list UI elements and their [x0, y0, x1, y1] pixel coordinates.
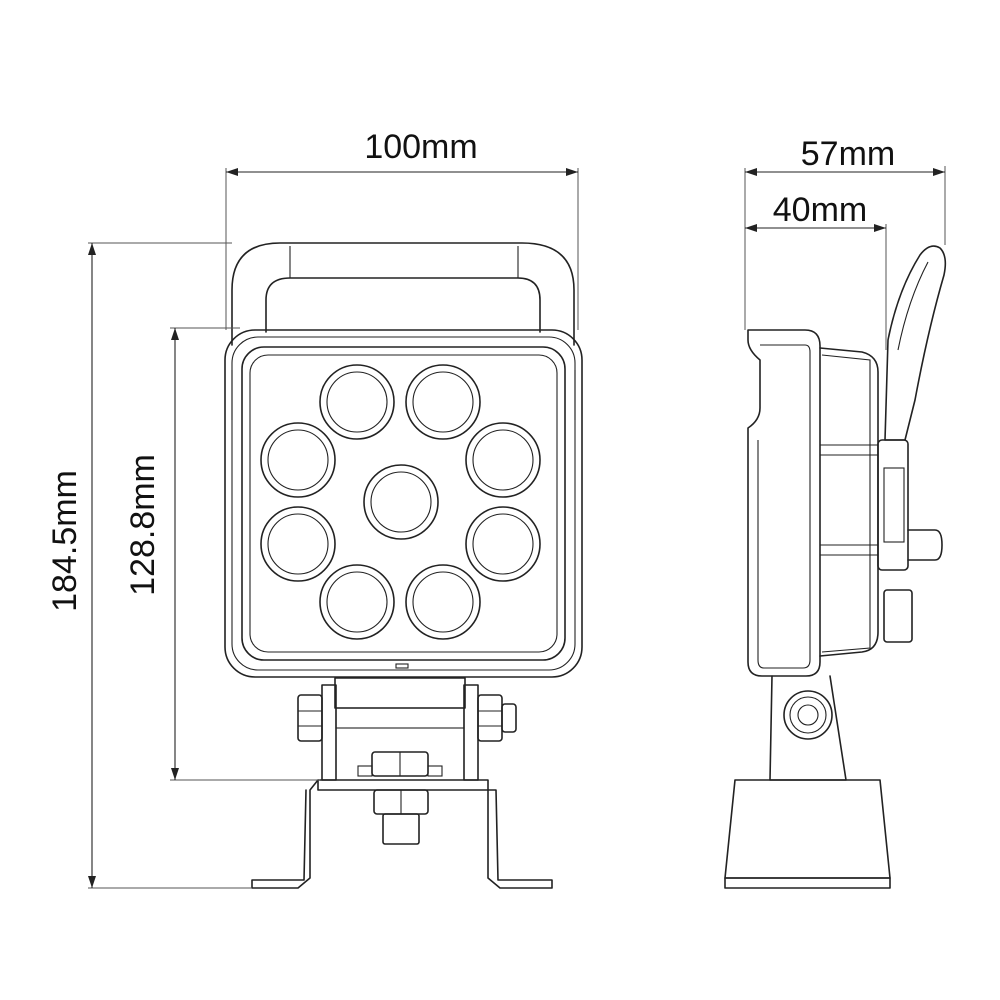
front-width-label: 100mm: [364, 128, 477, 166]
led: [465, 422, 541, 498]
front-bracket: [251, 677, 553, 889]
dim-side-total: 57mm: [744, 135, 946, 330]
dim-total-height: 184.5mm: [46, 242, 252, 889]
front-housing: [224, 329, 583, 678]
led: [405, 564, 481, 640]
side-housing-label: 40mm: [773, 191, 867, 229]
side-handle: [884, 245, 947, 441]
total-height-label: 184.5mm: [46, 470, 84, 612]
housing-height-label: 128.8mm: [124, 454, 162, 596]
dim-side-housing: 40mm: [745, 191, 887, 350]
led: [363, 464, 439, 540]
led-array: [260, 364, 541, 640]
led: [260, 506, 336, 582]
led: [319, 564, 395, 640]
led: [319, 364, 395, 440]
dim-front-width: 100mm: [225, 128, 579, 330]
led: [405, 364, 481, 440]
front-handle: [231, 242, 575, 346]
led: [465, 506, 541, 582]
dim-housing-height: 128.8mm: [124, 327, 320, 781]
front-view: [224, 242, 583, 889]
side-housing: [747, 329, 943, 677]
led: [260, 422, 336, 498]
side-mount: [724, 675, 891, 889]
side-view: [724, 245, 947, 889]
side-total-label: 57mm: [801, 135, 895, 173]
